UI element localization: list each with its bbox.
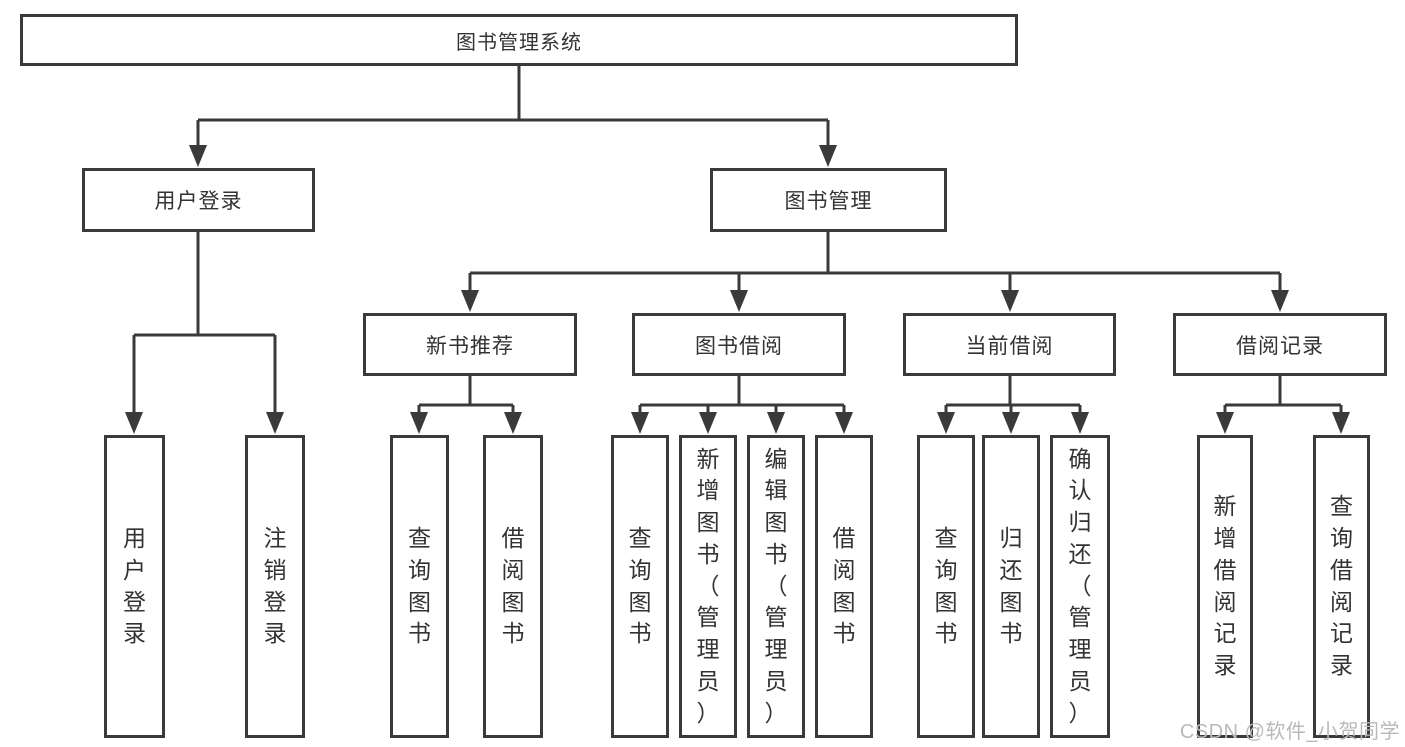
node-book-management: 图书管理 (710, 168, 947, 232)
node-label: 图书管理系统 (456, 31, 582, 54)
arrowhead-icon (1002, 412, 1020, 434)
node-label: 查询借阅记录 (1329, 493, 1353, 678)
node-label: 图书借阅 (695, 334, 783, 358)
leaf-edit-book-admin: 编辑图书（管理员） (747, 435, 805, 738)
arrowhead-icon (767, 412, 785, 434)
arrowhead-icon (631, 412, 649, 434)
arrowhead-icon (461, 290, 479, 312)
arrowhead-icon (1271, 290, 1289, 312)
arrowhead-icon (504, 412, 522, 434)
arrowhead-icon (125, 412, 143, 434)
arrowhead-icon (189, 145, 207, 167)
arrowhead-icon (1216, 412, 1234, 434)
arrowhead-icon (1001, 290, 1019, 312)
leaf-user-login: 用户登录 (104, 435, 165, 738)
arrowhead-icon (835, 412, 853, 434)
arrowhead-icon (1332, 412, 1350, 434)
node-label: 查询图书 (407, 525, 431, 647)
leaf-query-books-current: 查询图书 (917, 435, 975, 738)
node-label: 查询图书 (628, 525, 652, 647)
node-book-borrowing: 图书借阅 (632, 313, 846, 376)
arrowhead-icon (937, 412, 955, 434)
node-label: 新书推荐 (426, 334, 514, 358)
watermark-csdn: CSDN @软件_小贺同学 (1179, 721, 1400, 743)
node-label: 图书管理 (784, 190, 873, 213)
arrowhead-icon (1071, 412, 1089, 434)
leaf-logout: 注销登录 (245, 435, 305, 738)
leaf-confirm-return-admin: 确认归还（管理员） (1050, 435, 1110, 738)
node-label: 借阅图书 (832, 525, 856, 647)
leaf-query-books-borrowing: 查询图书 (611, 435, 669, 738)
leaf-query-books-recommend: 查询图书 (390, 435, 449, 738)
node-label: 借阅图书 (501, 525, 525, 647)
node-new-book-recommend: 新书推荐 (363, 313, 577, 376)
connector-path (132, 64, 1343, 416)
node-label: 当前借阅 (965, 334, 1054, 358)
leaf-add-borrow-record: 新增借阅记录 (1197, 435, 1253, 738)
arrowhead-icon (699, 412, 717, 434)
node-borrowing-records: 借阅记录 (1173, 313, 1387, 376)
node-label: 注销登录 (263, 525, 287, 647)
leaf-borrow-books-recommend: 借阅图书 (483, 435, 543, 738)
node-user-login: 用户登录 (82, 168, 315, 232)
node-label: 查询图书 (934, 525, 958, 647)
leaf-query-borrow-record: 查询借阅记录 (1313, 435, 1370, 738)
arrowhead-icon (819, 145, 837, 167)
node-current-borrowing: 当前借阅 (903, 313, 1116, 376)
arrowhead-icon (266, 412, 284, 434)
node-label: 新增借阅记录 (1213, 493, 1237, 678)
node-label: 归还图书 (999, 525, 1023, 647)
arrowhead-icon (410, 412, 428, 434)
node-root: 图书管理系统 (20, 14, 1018, 66)
leaf-add-book-admin: 新增图书（管理员） (679, 435, 737, 738)
node-label: 新增图书（管理员） (696, 445, 720, 726)
node-label: 编辑图书（管理员） (764, 445, 788, 726)
node-label: 借阅记录 (1236, 334, 1324, 358)
arrowhead-icon (730, 290, 748, 312)
node-label: 用户登录 (154, 190, 243, 213)
node-label: 确认归还（管理员） (1068, 445, 1092, 726)
leaf-borrow-books-borrowing: 借阅图书 (815, 435, 873, 738)
leaf-return-book: 归还图书 (982, 435, 1040, 738)
node-label: 用户登录 (122, 525, 146, 647)
